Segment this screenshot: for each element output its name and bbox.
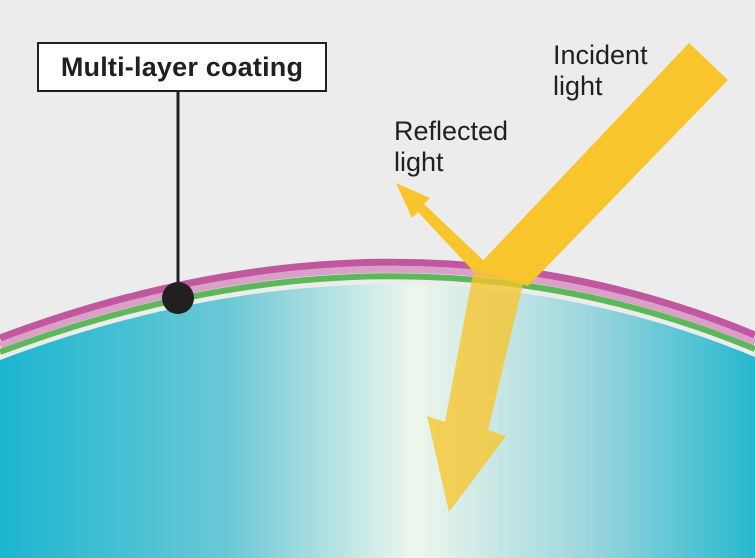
lens-body xyxy=(0,284,755,558)
reflected-light-label-line1: Reflected xyxy=(394,116,509,146)
reflected-light-label: Reflected light xyxy=(394,116,508,178)
coating-layer-pink xyxy=(0,265,755,349)
coating-layer-green xyxy=(0,273,755,355)
coating-label: Multi-layer coating xyxy=(37,42,327,92)
incident-light-label-line2: light xyxy=(553,71,603,101)
reflected-light-label-line2: light xyxy=(394,147,444,177)
incident-light-beam xyxy=(474,43,728,286)
reflected-arrow-icon xyxy=(396,183,485,272)
coating-marker-dot xyxy=(162,282,194,314)
incident-light-label-line1: Incident xyxy=(553,40,648,70)
incident-light-label: Incident light xyxy=(553,40,648,102)
coating-layer-magenta xyxy=(0,258,755,342)
refracted-arrow-icon xyxy=(427,268,526,512)
